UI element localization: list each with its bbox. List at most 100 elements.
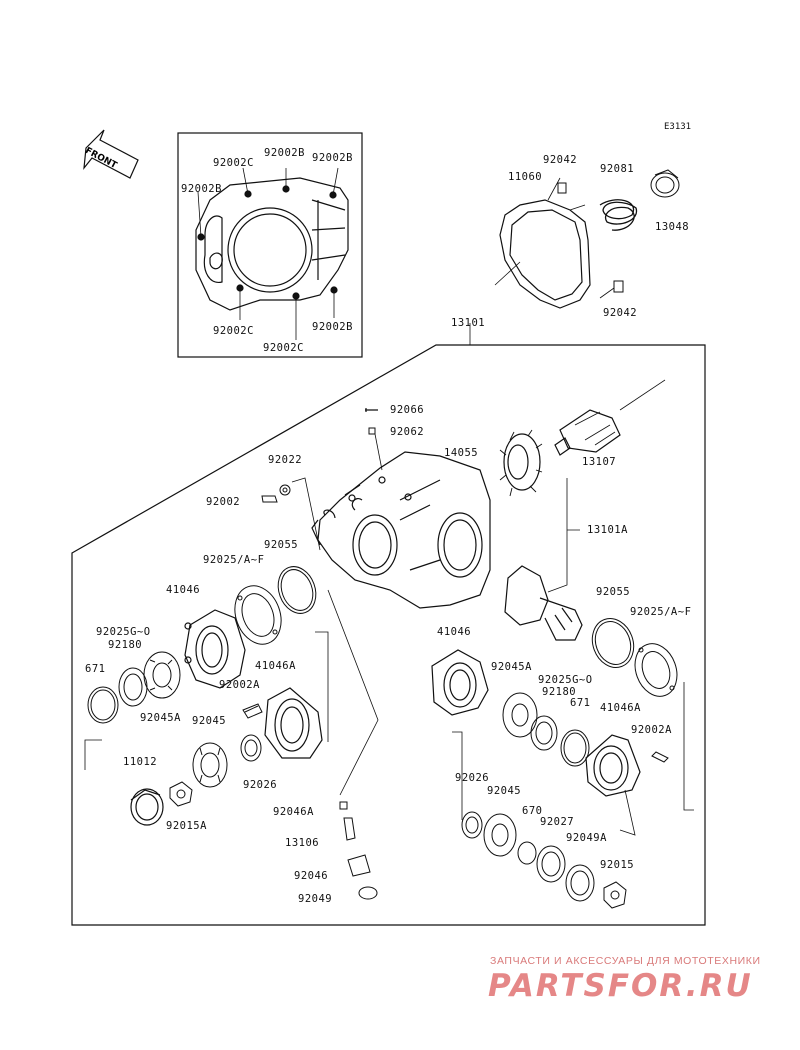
bearing-92027 [536, 845, 566, 883]
inset-frame [177, 132, 363, 358]
part-label[interactable]: 92015A [166, 820, 207, 832]
part-label[interactable]: 92066 [390, 404, 425, 416]
part-label[interactable]: 41046 [437, 626, 472, 638]
shim-92025-left [234, 585, 282, 645]
part-label[interactable]: 92180 [542, 686, 577, 698]
housing-41046-right [431, 649, 489, 716]
part-label[interactable]: 92022 [268, 454, 303, 466]
nut-92015A [169, 781, 193, 807]
o-ring-92055-left [277, 566, 317, 614]
plug-92066 [365, 408, 378, 412]
part-label[interactable]: 92015 [600, 859, 635, 871]
part-label[interactable]: 13107 [582, 456, 617, 468]
part-label[interactable]: 92002B [312, 152, 353, 164]
part-label[interactable]: 92025G~O [96, 626, 151, 638]
part-label[interactable]: 92045 [192, 715, 227, 727]
bolt-92002A-left [242, 703, 263, 719]
part-label[interactable]: 92046A [273, 806, 314, 818]
pinion-shaft-13107 [554, 379, 666, 456]
shim-92025-right [634, 643, 678, 697]
o-ring-670 [517, 841, 537, 865]
diagram-code: E3131 [664, 122, 692, 132]
part-label[interactable]: 92002A [631, 724, 672, 736]
part-label[interactable]: 92002A [219, 679, 260, 691]
pin-92042-bottom [613, 280, 624, 293]
part-label[interactable]: 13101A [587, 524, 628, 536]
bushing-13048 [650, 169, 680, 198]
part-label[interactable]: 11012 [123, 756, 158, 768]
part-label[interactable]: 41046A [600, 702, 641, 714]
part-label[interactable]: 92025G~O [538, 674, 593, 686]
part-label[interactable]: 92049 [298, 893, 333, 905]
part-label[interactable]: 92002 [206, 496, 241, 508]
part-label[interactable]: 92055 [264, 539, 299, 551]
bolt-92002A-right [651, 751, 669, 763]
spring [599, 199, 638, 231]
part-label[interactable]: 92025/A~F [630, 606, 692, 618]
part-label[interactable]: 92026 [455, 772, 490, 784]
watermark-logo: PARTSFOR.RU [488, 968, 753, 1004]
part-label[interactable]: 92002B [264, 147, 305, 159]
bearing-92045-right [483, 813, 517, 857]
watermark-tagline: ЗАПЧАСТИ И АКСЕССУАРЫ ДЛЯ МОТОТЕХНИКИ [490, 955, 761, 967]
part-label[interactable]: 92042 [603, 307, 638, 319]
part-label[interactable]: 92062 [390, 426, 425, 438]
part-label[interactable]: 92002C [213, 325, 254, 337]
part-label[interactable]: 92025/A~F [203, 554, 265, 566]
o-ring-92055-right [591, 618, 635, 668]
part-label[interactable]: 92045A [140, 712, 181, 724]
bearing-92045-left [192, 742, 228, 788]
part-label[interactable]: 13048 [655, 221, 690, 233]
part-label[interactable]: 92026 [243, 779, 278, 791]
part-label[interactable]: 92081 [600, 163, 635, 175]
part-label[interactable]: 13106 [285, 837, 320, 849]
part-label[interactable]: 92002B [181, 183, 222, 195]
part-label[interactable]: 92002C [263, 342, 304, 354]
part-label[interactable]: 11060 [508, 171, 543, 183]
o-ring-671-right [560, 729, 590, 767]
part-label[interactable]: 92049A [566, 832, 607, 844]
part-label[interactable]: 92055 [596, 586, 631, 598]
part-label[interactable]: 41046 [166, 584, 201, 596]
gear-case-body [311, 451, 491, 609]
part-label[interactable]: 92180 [108, 639, 143, 651]
part-label[interactable]: 92002B [312, 321, 353, 333]
bolt-92002 [261, 477, 321, 551]
housing-41046A-right [585, 682, 694, 836]
washer-92026-right [461, 811, 483, 839]
part-label[interactable]: 670 [522, 805, 543, 817]
part-label[interactable]: 92002C [213, 157, 254, 169]
housing-41046-left [184, 609, 246, 689]
drive-gear-13101A [504, 478, 583, 641]
sensor-stack-13106 [327, 589, 379, 900]
part-label[interactable]: 13101 [451, 317, 486, 329]
pin-92042-top [557, 182, 567, 194]
part-label[interactable]: 92046 [294, 870, 329, 882]
ring-gear-14055 [499, 429, 543, 497]
washer-92026-left [240, 734, 262, 762]
bearing-92180-right [530, 715, 558, 751]
bearing-92045A-left [143, 651, 181, 699]
part-label[interactable]: 671 [85, 663, 106, 675]
assembly-frame [71, 344, 706, 926]
part-label[interactable]: 92042 [543, 154, 578, 166]
part-label[interactable]: 14055 [444, 447, 479, 459]
front-arrow-icon [83, 129, 139, 179]
case-gasket-inset [195, 167, 349, 340]
nut-92015 [603, 881, 627, 909]
part-label[interactable]: 92027 [540, 816, 575, 828]
housing-41046A-left [264, 631, 329, 759]
part-label[interactable]: 92045 [487, 785, 522, 797]
bearing-92180-left [118, 667, 148, 707]
bearing-92045A-right [502, 692, 538, 738]
cap-11012 [130, 788, 164, 826]
part-label[interactable]: 671 [570, 697, 591, 709]
o-ring-671-left [87, 686, 119, 724]
part-label[interactable]: 41046A [255, 660, 296, 672]
part-label[interactable]: 92045A [491, 661, 532, 673]
seal-92049A [565, 864, 595, 902]
cover-gasket [494, 177, 591, 309]
bolt-92062 [368, 427, 376, 435]
